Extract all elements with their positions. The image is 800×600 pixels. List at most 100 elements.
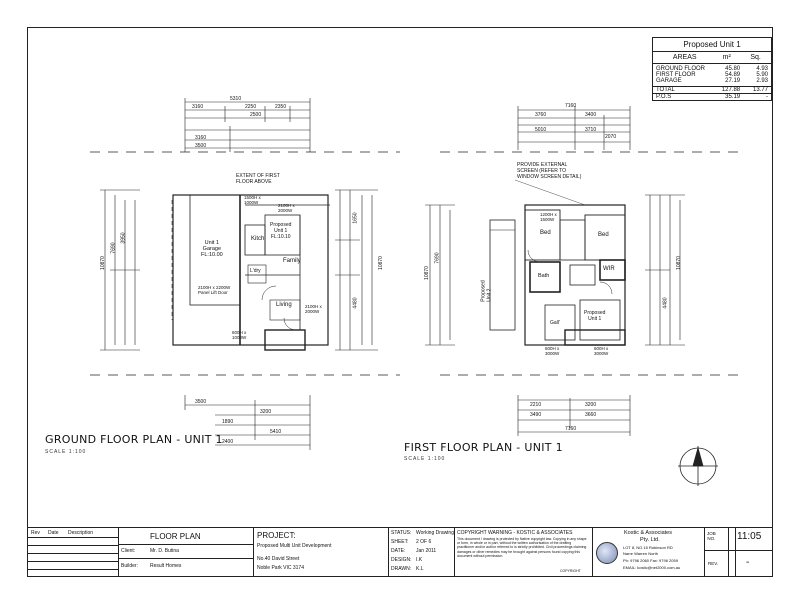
dim-text: 2070 xyxy=(605,134,617,140)
dim-text: 10870 xyxy=(99,256,106,270)
rev-header: Rev xyxy=(31,530,40,536)
dim-text: 3500 xyxy=(195,399,207,405)
dim-text: 3760 xyxy=(535,112,547,118)
areas-row-sq: 2.93 xyxy=(756,78,768,84)
dim-text: 3660 xyxy=(585,412,597,418)
dim-text: 5310 xyxy=(230,96,242,102)
builder-name: Result Homes xyxy=(150,563,182,569)
sheet-value: 2 OF 6 xyxy=(416,539,432,545)
drawn-label: DRAWN: xyxy=(391,566,412,572)
screen-note: PROVIDE EXTERNAL SCREEN (REFER TO WINDOW… xyxy=(517,162,582,180)
dim-text: 3200 xyxy=(585,402,597,408)
window-label: 2100H x 2000W xyxy=(305,304,322,314)
ground-floor-walls xyxy=(171,194,330,351)
ground-floor-scale: SCALE 1:100 xyxy=(45,449,87,455)
company-logo xyxy=(596,542,618,564)
company-phone: Ph: 9796 2060 Fax: 9796 2059 xyxy=(623,558,678,563)
dim-text: 3710 xyxy=(585,127,597,133)
adjacent-unit-label: Proposed Unit 2 xyxy=(480,280,493,302)
bed-label: Bed xyxy=(540,230,551,236)
sheet-label: SHEET: xyxy=(391,539,409,545)
dim-text: 4480 xyxy=(662,297,669,309)
title-block: Rev Date Description FLOOR PLAN Client: … xyxy=(28,527,772,576)
window-label: 2100H x 2000W xyxy=(278,203,295,213)
company-email: EMAIL: kostic@net2000.com.au xyxy=(623,565,681,570)
project-address-line1: No.40 David Street xyxy=(257,556,300,562)
dim-text: 7690 xyxy=(434,252,441,264)
family-label: Family xyxy=(283,258,301,264)
date-label: DATE: xyxy=(391,548,406,554)
first-floor-scale: SCALE 1:100 xyxy=(404,456,446,462)
status-value: Working Drawing xyxy=(416,530,454,536)
areas-col-areas: AREAS xyxy=(672,54,697,61)
dim-text: 10870 xyxy=(423,266,430,280)
bed-label: Bed xyxy=(598,232,609,238)
areas-total-sq: 13.77 xyxy=(752,87,768,93)
first-floor-walls xyxy=(489,179,626,346)
date-value: Jan 2011 xyxy=(416,548,437,554)
design-value: I.K xyxy=(416,557,423,563)
dim-text: 2400 xyxy=(222,439,234,445)
dim-text: 2210 xyxy=(530,402,542,408)
areas-row: GARAGE 27.19 2.93 xyxy=(653,78,771,84)
areas-pos-sq: - xyxy=(766,94,768,100)
areas-col-m2: m² xyxy=(722,54,731,61)
project-description: Proposed Multi Unit Development xyxy=(257,543,332,549)
copyright-text: This document / drawing is protected by … xyxy=(457,537,587,558)
copyright-title: COPYRIGHT WARNING - KOSTIC & ASSOCIATES xyxy=(457,530,573,536)
dim-text: 4480 xyxy=(352,297,359,309)
areas-row-label: FIRST FLOOR xyxy=(656,72,696,78)
areas-total-m2: 127.88 xyxy=(721,87,741,93)
areas-row-m2: 54.89 xyxy=(725,72,741,78)
job-label: JOB NO. xyxy=(707,531,716,541)
laundry-label: L'dry xyxy=(250,268,261,274)
garage-label: Unit 1 Garage FL:10.00 xyxy=(201,240,223,258)
dim-text: 1650 xyxy=(352,212,359,224)
dim-text: 3200 xyxy=(260,409,272,415)
dim-text: 5010 xyxy=(535,127,547,133)
first-dimensions xyxy=(425,106,685,436)
first-floor-title: FIRST FLOOR PLAN - UNIT 1 xyxy=(404,441,563,454)
areas-row-label: GARAGE xyxy=(656,78,682,84)
company-name: Kostic & Associates xyxy=(624,530,672,536)
areas-pos-label: P.O.S xyxy=(656,94,672,100)
dim-text: 3950 xyxy=(120,232,127,244)
window-label: 1500H x 1000W xyxy=(244,195,261,205)
areas-table-header: AREAS m² Sq. xyxy=(653,52,771,64)
dim-text: 3400 xyxy=(585,112,597,118)
dim-text: 10870 xyxy=(377,256,384,270)
areas-row-label: GROUND FLOOR xyxy=(656,66,706,72)
design-label: DESIGN: xyxy=(391,557,412,563)
areas-col-sq: Sq. xyxy=(750,54,761,61)
ground-dimensions xyxy=(100,98,378,450)
areas-table: Proposed Unit 1 AREAS m² Sq. GROUND FLOO… xyxy=(652,37,772,101)
areas-row-m2: 27.19 xyxy=(725,78,741,84)
dim-text: 7160 xyxy=(565,426,577,432)
drawn-value: K.L xyxy=(416,566,424,572)
areas-table-title: Proposed Unit 1 xyxy=(653,38,771,52)
bath-label: Bath xyxy=(538,273,550,279)
unit-label: Proposed Unit 1 xyxy=(584,310,606,322)
rev-label: REV. xyxy=(708,561,719,566)
dim-text: 5410 xyxy=(270,429,282,435)
window-label: 600H x 3000W xyxy=(594,346,609,356)
company-address-line2: Narre Warren North xyxy=(623,551,658,556)
wir-label: WIR xyxy=(603,266,615,272)
areas-row: GROUND FLOOR 45.80 4.93 xyxy=(653,66,771,72)
gallery-label: Gall' xyxy=(550,320,560,326)
areas-row: FIRST FLOOR 54.89 5.90 xyxy=(653,72,771,78)
dim-text: 3500 xyxy=(195,143,207,149)
copyright-word: COPYRIGHT xyxy=(560,569,581,573)
living-label: Living xyxy=(276,302,292,308)
status-label: STATUS: xyxy=(391,530,412,536)
kitch-label: Kitch xyxy=(251,236,265,242)
dim-text: 3160 xyxy=(195,135,207,141)
job-number: 11:05 xyxy=(737,531,762,542)
dim-text: 7690 xyxy=(110,242,117,254)
north-arrow xyxy=(678,446,718,486)
areas-pos-row: P.O.S 35.19 - xyxy=(653,93,771,100)
drawing-sheet-border xyxy=(27,27,773,577)
areas-total-row: TOTAL 127.88 13.77 xyxy=(653,86,771,93)
dim-text: 2500 xyxy=(250,112,262,118)
